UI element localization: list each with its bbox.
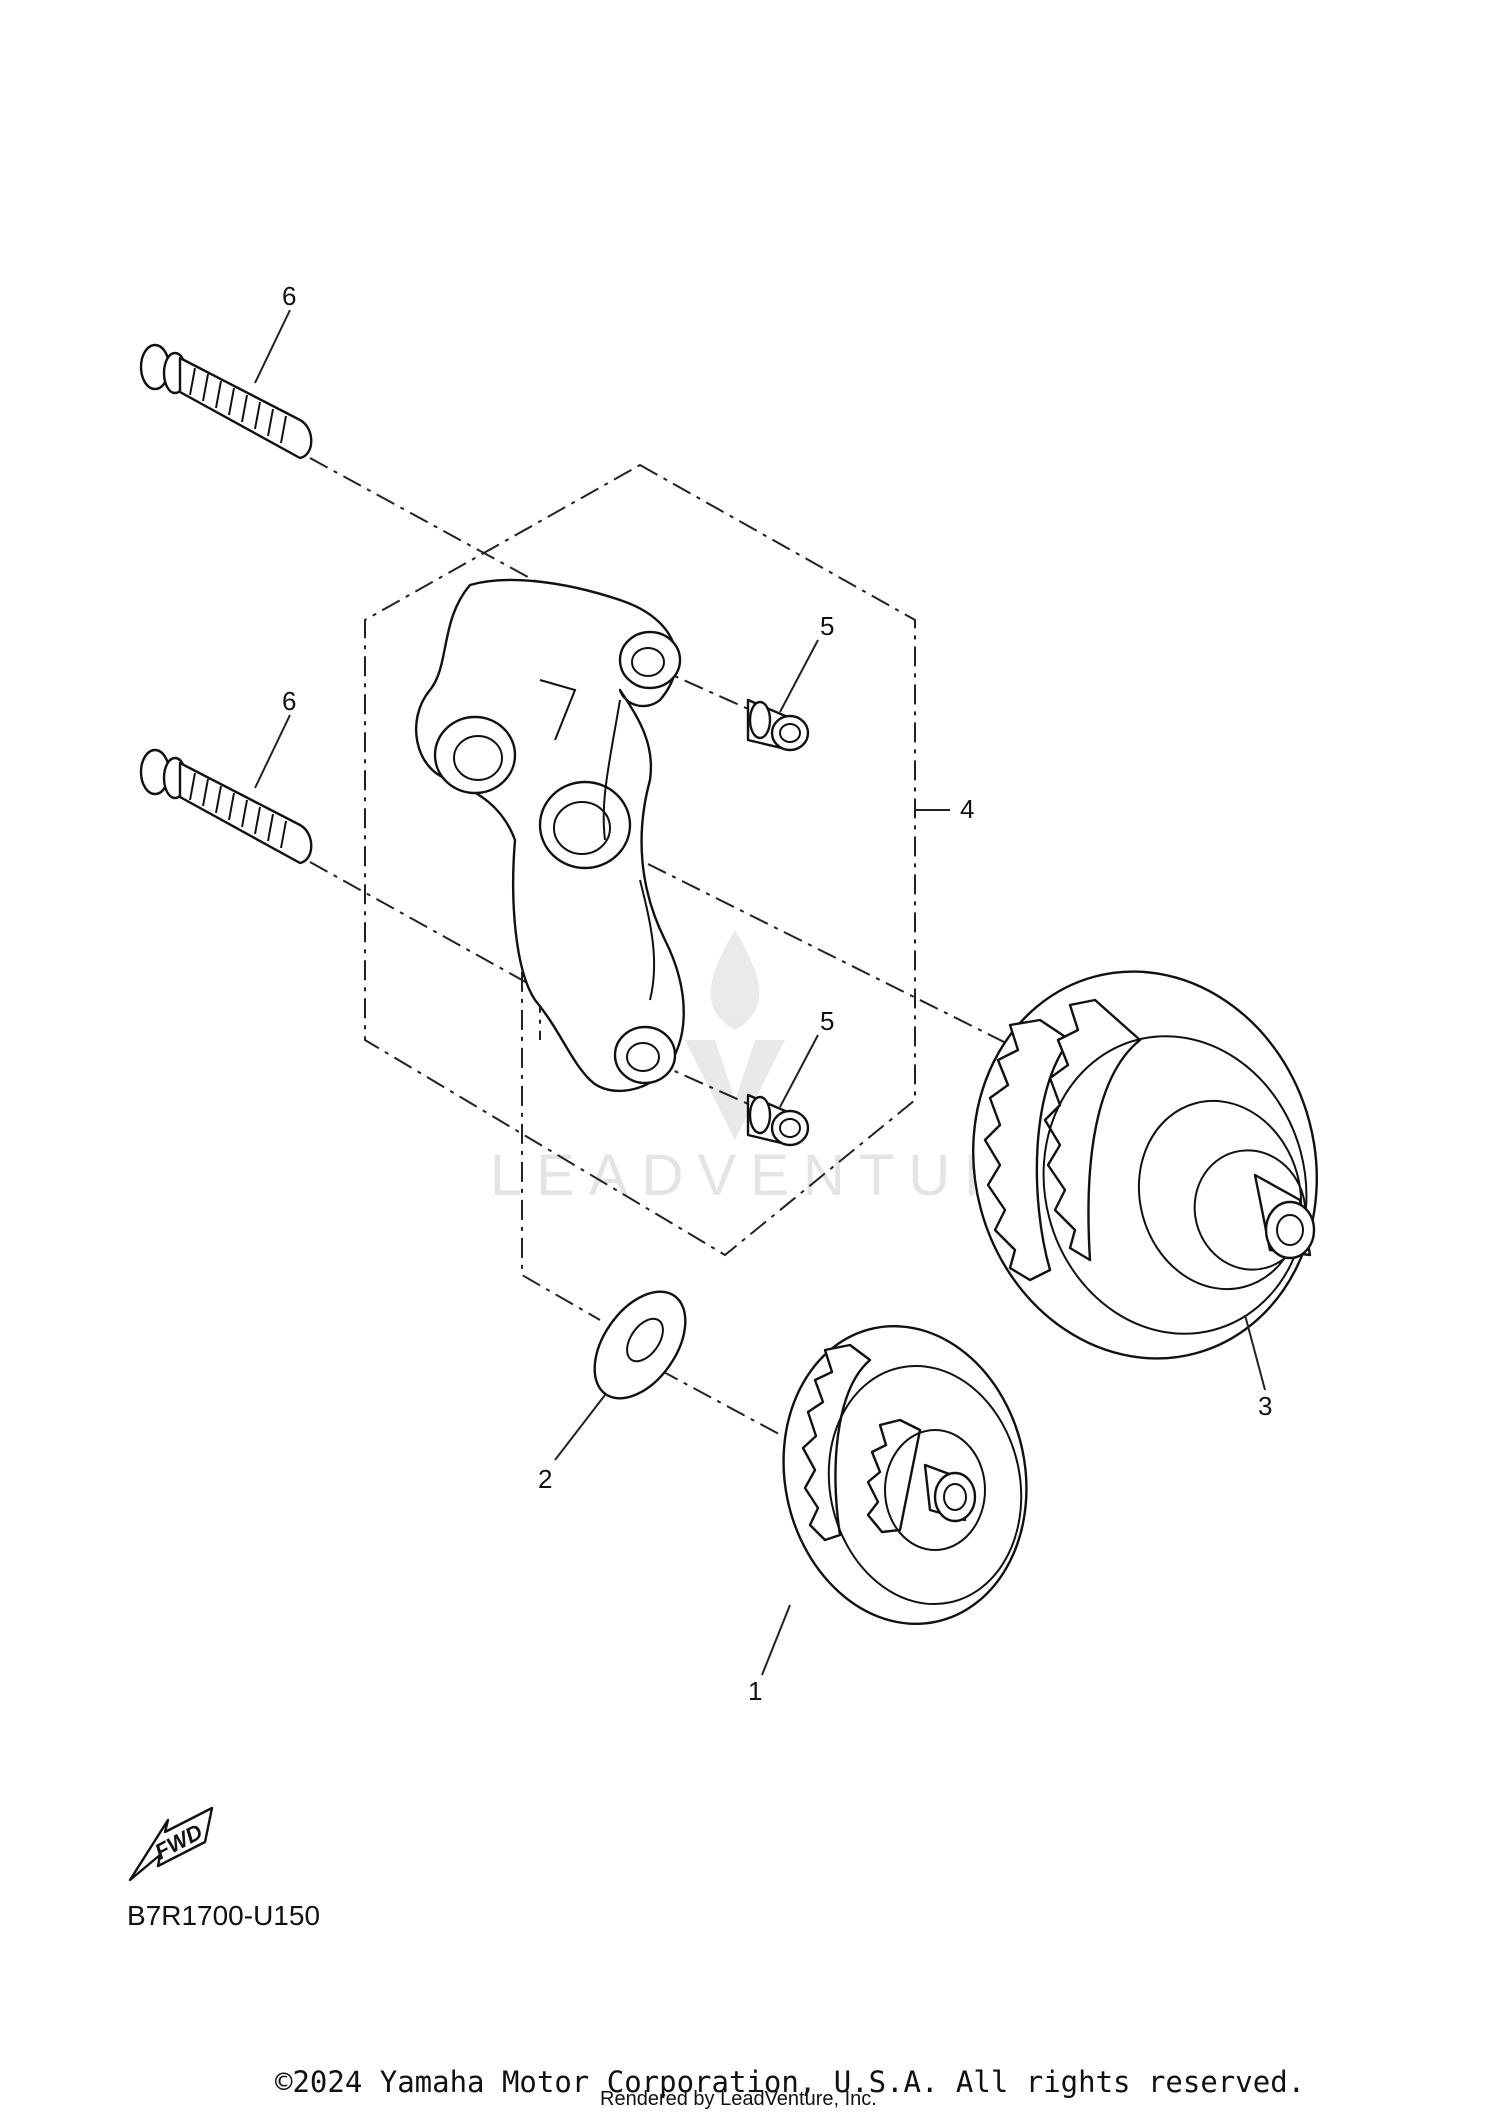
bolt-lower — [139, 748, 313, 865]
diagram-code: B7R1700-U150 — [127, 1900, 321, 1931]
bolt-upper-leader — [254, 309, 291, 384]
callout-1: 1 — [748, 1676, 762, 1706]
bracket-hole-lower — [613, 1025, 677, 1085]
collar-lower — [746, 1093, 810, 1147]
bracket-hole-left — [433, 715, 517, 795]
collar-upper — [746, 698, 810, 752]
gear-large — [972, 970, 1318, 1360]
washer — [593, 1290, 687, 1400]
bracket-hole-upper-right — [618, 630, 682, 690]
fwd-arrow-icon: FWD — [128, 1806, 214, 1882]
callout-5-lower: 5 — [820, 1006, 834, 1036]
gear-large-leader — [1244, 1314, 1266, 1391]
watermark-text: LEADVENTURE — [490, 1143, 1073, 1208]
callout-3: 3 — [1258, 1391, 1272, 1421]
bracket-assembly-boundary — [364, 463, 916, 1257]
collar-lower-leader — [779, 1034, 819, 1108]
gear-large-centerline — [579, 829, 1031, 1056]
collar-upper-leader — [779, 639, 819, 713]
callout-4: 4 — [960, 794, 974, 824]
washer-leader — [554, 1394, 606, 1461]
bolt-upper — [139, 343, 313, 460]
gear-small-centerline — [659, 1369, 791, 1441]
callout-6-upper: 6 — [282, 281, 296, 311]
callout-2: 2 — [538, 1464, 552, 1494]
copyright-notice: ©2024 Yamaha Motor Corporation, U.S.A. A… — [275, 2065, 1306, 2099]
callout-6-lower: 6 — [282, 686, 296, 716]
bolt-lower-leader — [254, 714, 291, 789]
gear-small-leader — [761, 1604, 791, 1676]
bracket — [415, 578, 685, 1093]
callout-5-upper: 5 — [820, 611, 834, 641]
gear-small — [782, 1324, 1028, 1626]
bolt-lower-centerline — [309, 861, 541, 1040]
rendered-by-notice: Rendered by LeadVenture, Inc. — [600, 2088, 877, 2110]
